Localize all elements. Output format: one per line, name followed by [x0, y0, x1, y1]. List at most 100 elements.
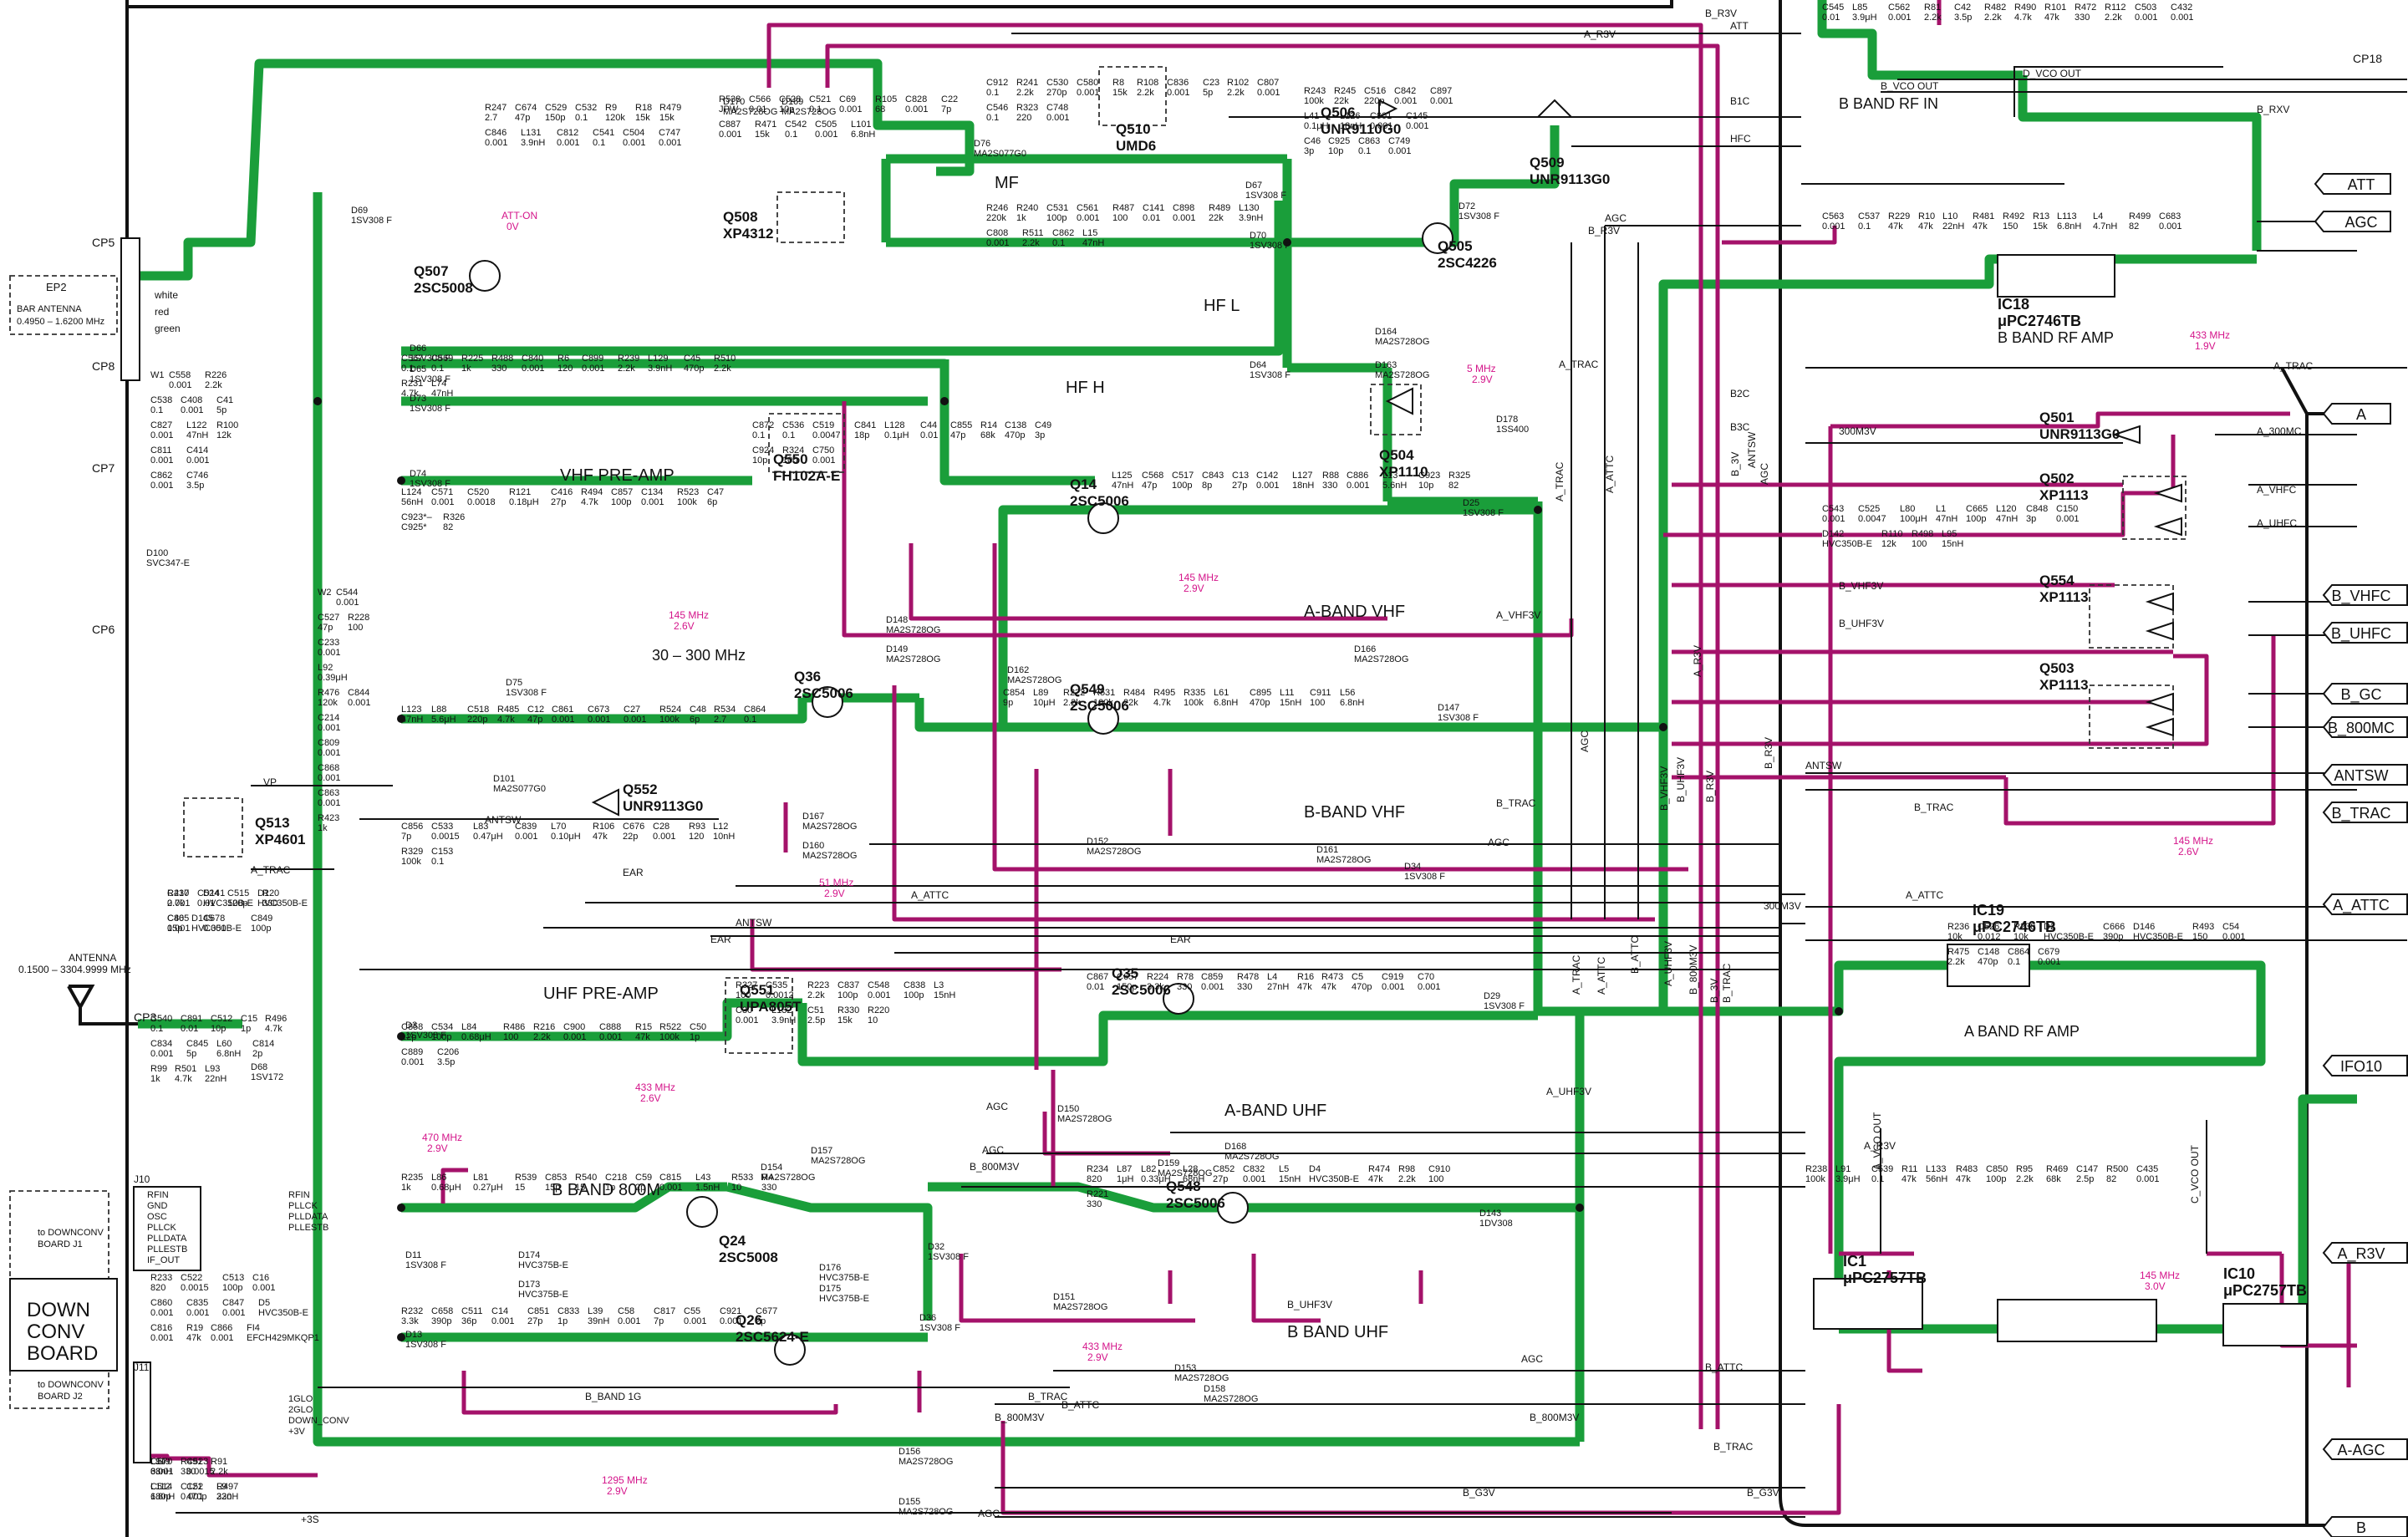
- part-ref: L5: [1279, 1164, 1289, 1174]
- part-ref: C150: [2056, 504, 2078, 514]
- part-ref: C526: [1978, 922, 1999, 932]
- part-value: 4.7k: [265, 1024, 283, 1034]
- diode-part: MA2S728OG: [761, 1173, 815, 1183]
- part-ref: C895: [1250, 688, 1271, 698]
- part-value: 47nH: [1996, 514, 2018, 524]
- part-ref: C563: [1822, 211, 1844, 221]
- part-ref: C541: [593, 128, 614, 138]
- connector-label: B_GC: [2340, 686, 2381, 704]
- diode-ref: D167: [802, 812, 824, 822]
- part-value: HVC350B-E: [203, 898, 253, 908]
- part-ref: C141: [1143, 203, 1164, 213]
- part-value: 100μH: [1900, 514, 1927, 524]
- part-value: 3.9nH: [1239, 213, 1263, 223]
- part-ref: R98: [1398, 1164, 1415, 1174]
- transistor-part: UMD6: [1116, 138, 1156, 154]
- diode-part: 1SS400: [1496, 425, 1529, 435]
- part-ref: W1: [150, 370, 165, 380]
- part-ref: R221: [1087, 1189, 1108, 1199]
- diode-part: 1SV172: [251, 1072, 283, 1082]
- part-value: 22k: [1123, 698, 1138, 708]
- part-ref: C852: [1213, 1164, 1235, 1174]
- diode-part: MA2S728OG: [781, 107, 836, 117]
- part-value: 0.001: [1243, 1174, 1266, 1184]
- part-value: 0.001: [318, 773, 341, 783]
- section-b-band-uhf: B BAND UHF: [1287, 1323, 1388, 1341]
- part-value: 0.001: [169, 380, 192, 390]
- part-value: HVC350B-E: [2044, 932, 2094, 942]
- part-ref: L88: [431, 705, 446, 715]
- diode-part: MA2S728OG: [1224, 1152, 1279, 1162]
- part-ref: L43: [695, 1173, 710, 1183]
- part-ref: C521: [809, 94, 831, 104]
- part-value: 100: [1912, 539, 1927, 549]
- net-label-vert-b-vhf3v: B_VHF3V: [1658, 766, 1670, 811]
- part-value: 0.0012: [766, 990, 794, 1000]
- diode-part: 1SV308 F: [1459, 211, 1499, 221]
- part-ref: R496: [265, 1014, 287, 1024]
- freq-note: ATT-ON: [501, 210, 537, 221]
- ic-part: μPC2757TB: [2223, 1282, 2307, 1299]
- part-value: 1k: [1016, 213, 1026, 223]
- part-value: 0.0015: [186, 1467, 215, 1477]
- section-b-band-rf-amp: B BAND RF AMP: [1998, 329, 2114, 346]
- diode-ref: D32: [928, 1242, 944, 1252]
- part-ref: L61: [1214, 688, 1229, 698]
- part-value: 47nH: [401, 715, 423, 725]
- part-value: 0.001: [618, 1316, 641, 1326]
- part-ref: R225: [461, 354, 483, 364]
- part-value: 15nH: [1280, 698, 1301, 708]
- part-ref: C808: [986, 228, 1008, 238]
- part-ref: R533: [731, 1173, 753, 1183]
- part-value: 8p: [1202, 481, 1212, 491]
- part-ref: R10: [1918, 211, 1935, 221]
- part-ref: R232: [401, 1306, 423, 1316]
- part-ref: L92: [318, 663, 333, 673]
- diode-ref: D153: [1174, 1363, 1196, 1373]
- diode-part: MA2S728OG: [1007, 675, 1061, 685]
- j10-pin: PLLCK: [147, 1223, 177, 1233]
- part-value: 3.9nH: [521, 138, 545, 148]
- diode-part: MA2S728OG: [723, 107, 777, 117]
- part-ref: R216: [533, 1022, 555, 1032]
- transistor-ref: Q14: [1070, 476, 1097, 492]
- part-value: 100k: [401, 857, 421, 867]
- part-value: 10p: [1328, 146, 1343, 156]
- part-ref: C153: [431, 847, 453, 857]
- part-ref: C846: [485, 128, 507, 138]
- net-label-a-trac: A_TRAC: [1559, 359, 1599, 370]
- part-value: 0.001: [1077, 88, 1100, 98]
- diode-part: MA2S728OG: [1375, 370, 1429, 380]
- part-ref: R325: [1448, 471, 1470, 481]
- part-ref: C528: [779, 94, 801, 104]
- diode-part: 1SV308 F: [1404, 872, 1445, 882]
- part-ref: C206: [437, 1047, 459, 1057]
- freq-note: 145 MHz: [669, 609, 709, 621]
- diode-ref: D151: [1053, 1292, 1075, 1302]
- part-ref: C545: [1822, 3, 1844, 13]
- part-ref: R500: [2106, 1164, 2128, 1174]
- net-label-b-800m3v: B_800M3V: [1530, 1412, 1579, 1423]
- part-ref: C535: [766, 980, 787, 990]
- part-ref: C16: [252, 1273, 269, 1283]
- net-label-a-vhf3v: A_VHF3V: [1496, 609, 1540, 621]
- part-value: 4.7k: [581, 497, 598, 507]
- transistor-ref: Q26: [736, 1312, 762, 1328]
- part-ref: L86: [431, 1173, 446, 1183]
- part-value: 0.001: [1077, 213, 1100, 223]
- diode-ref: D152: [1087, 837, 1108, 847]
- part-value: 100k: [677, 497, 697, 507]
- part-value: 820: [1087, 1174, 1102, 1184]
- part-value: 0.001: [1201, 982, 1224, 992]
- diode-part: 1SV308 F: [405, 1340, 446, 1350]
- part-ref: R110: [1881, 529, 1902, 539]
- part-value: 10μH: [1033, 698, 1056, 708]
- part-ref: C911: [1310, 688, 1331, 698]
- part-value: 3.5p: [437, 1057, 455, 1067]
- j10-signal: PLLESTB: [288, 1223, 328, 1233]
- part-value: 0.001: [167, 924, 191, 934]
- net-label-b-g3v: B_G3V: [1463, 1487, 1495, 1499]
- part-value: 27p: [527, 1316, 542, 1326]
- part-ref: C847: [222, 1298, 244, 1308]
- connector-label: ATT: [2348, 176, 2375, 193]
